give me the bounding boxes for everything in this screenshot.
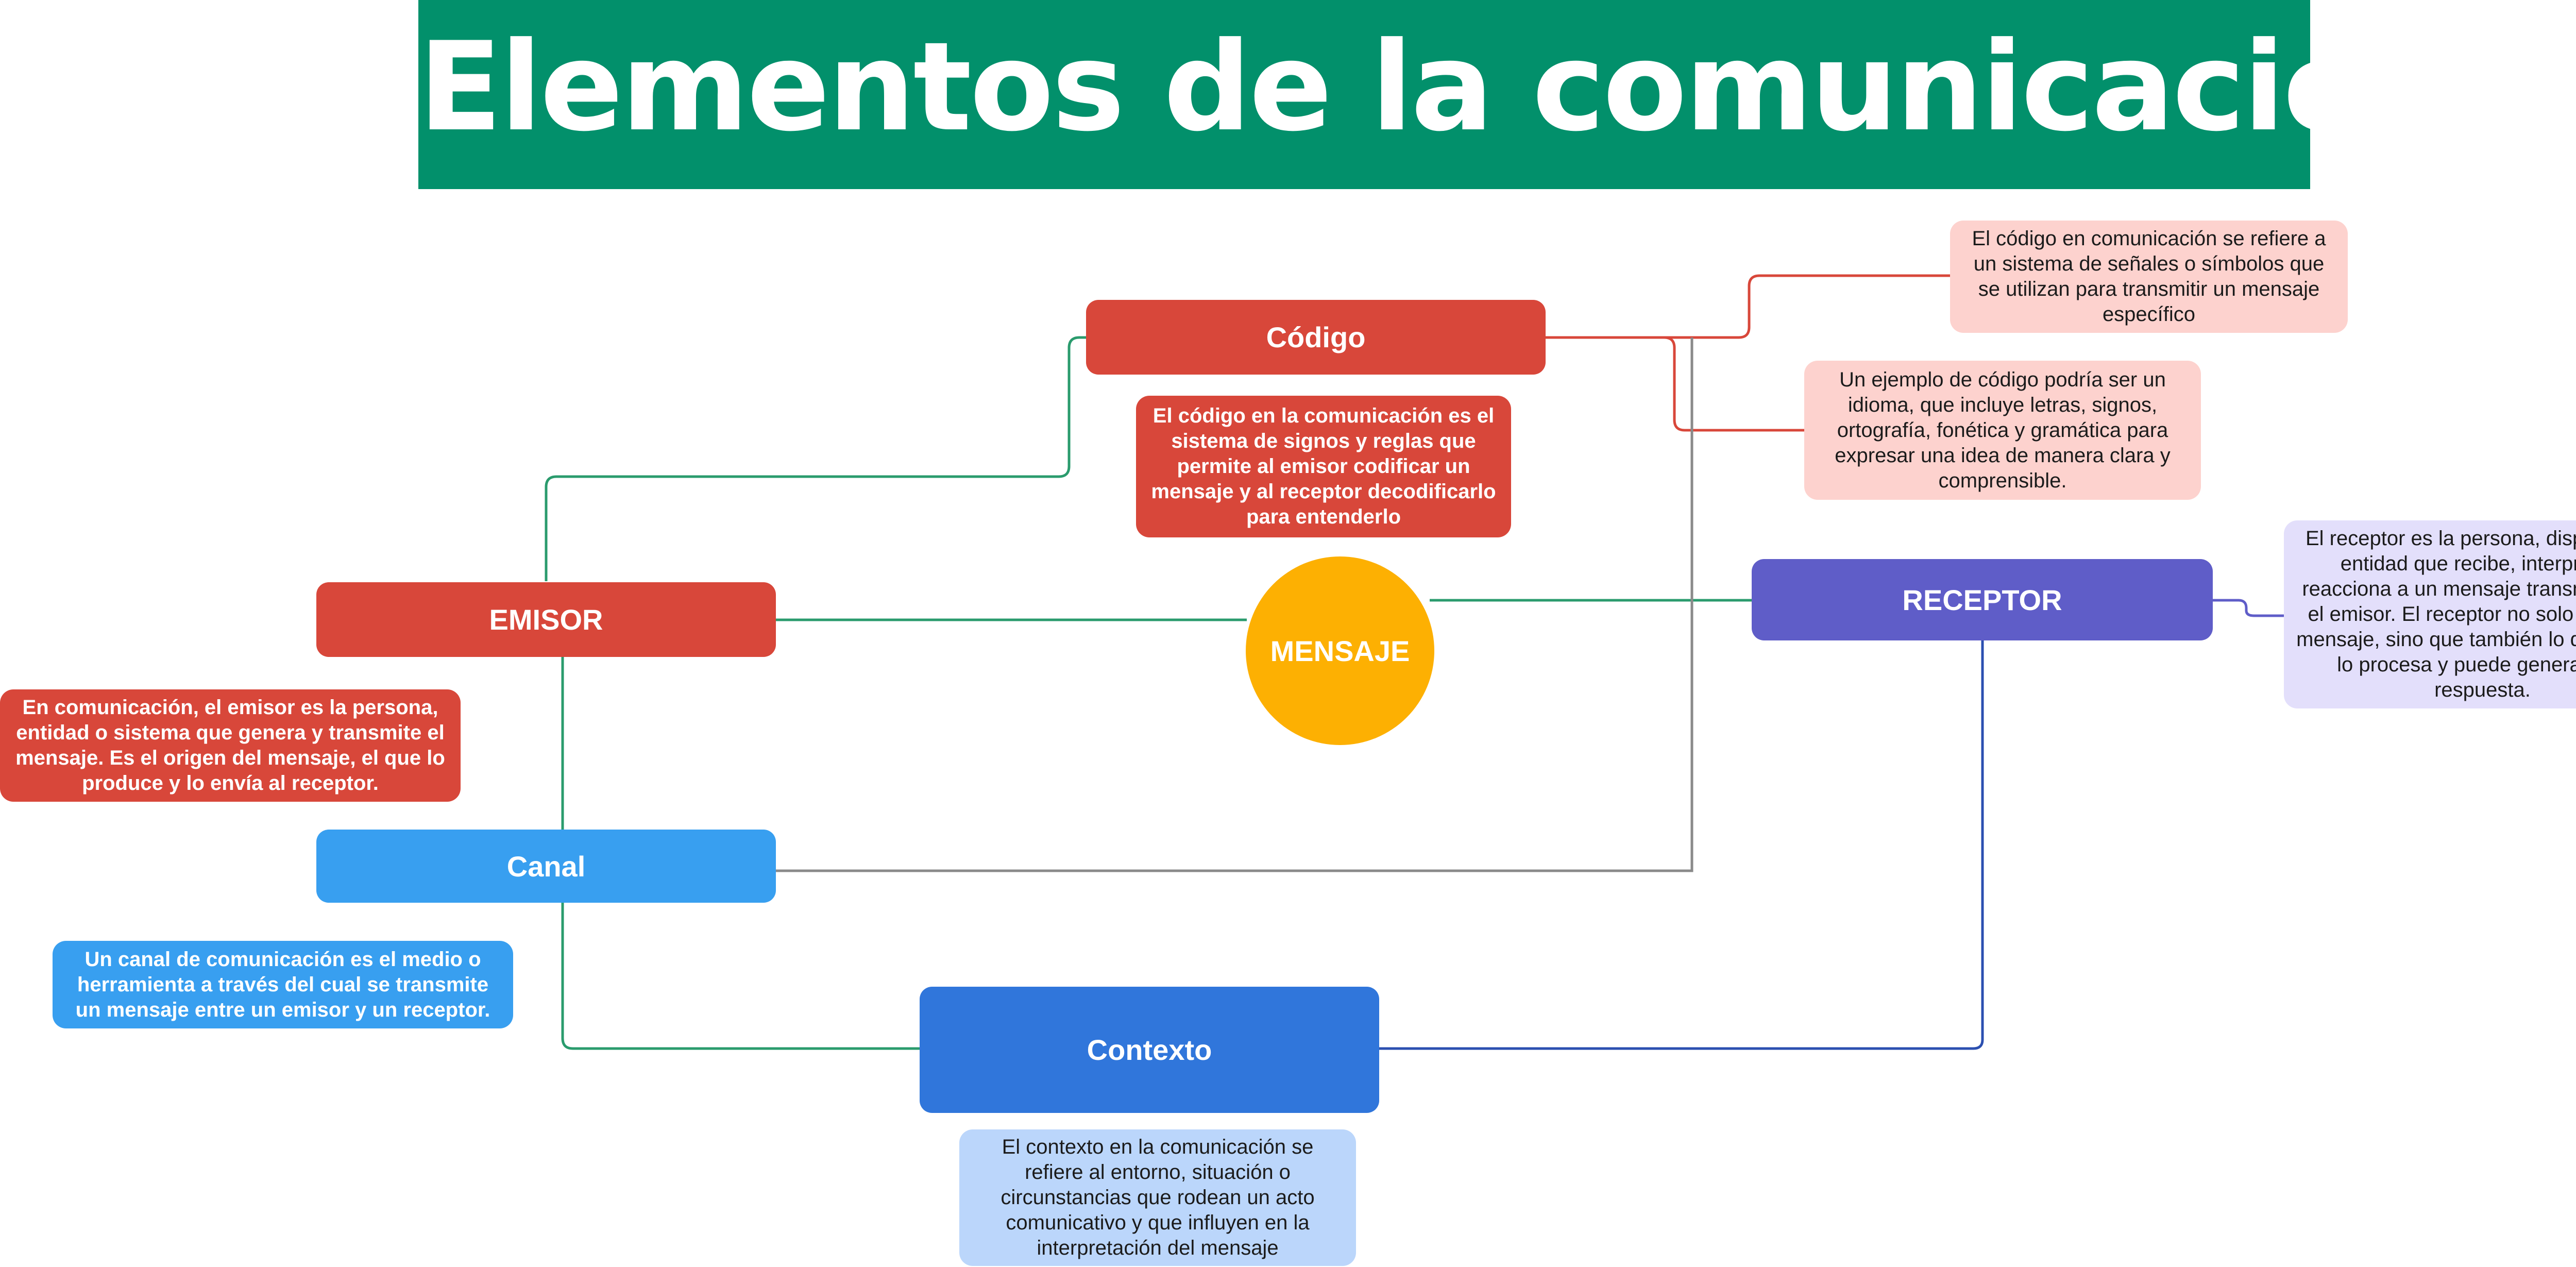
contexto-label: Contexto — [1087, 1034, 1212, 1066]
link-codigo-canal — [742, 337, 1693, 872]
emisor-node[interactable]: EMISOR — [316, 582, 776, 657]
contexto-definition-note: El contexto en la comunicación se refier… — [959, 1129, 1356, 1266]
codigo-node[interactable]: Código — [1086, 300, 1546, 375]
link-canal-contexto — [561, 902, 920, 1050]
contexto-definition-text: El contexto en la comunicación se refier… — [1001, 1136, 1315, 1259]
emisor-definition-text: En comunicación, el emisor es la persona… — [15, 696, 445, 795]
codigo-label: Código — [1266, 321, 1366, 353]
emisor-definition-note: En comunicación, el emisor es la persona… — [0, 689, 461, 802]
link-codigo-ejemplo — [1545, 336, 1804, 432]
codigo-definition-text: El código en la comunicación es el siste… — [1151, 404, 1496, 528]
emisor-label: EMISOR — [489, 603, 603, 636]
canal-label: Canal — [506, 850, 586, 883]
codigo-ejemplo-text: Un ejemplo de código podría ser un idiom… — [1835, 368, 2171, 492]
link-codigo-refiere — [1545, 274, 1950, 339]
link-emisor-codigo — [545, 336, 1086, 581]
mensaje-label: MENSAJE — [1270, 634, 1410, 667]
canal-definition-note: Un canal de comunicación es el medio o h… — [53, 941, 513, 1028]
canal-definition-text: Un canal de comunicación es el medio o h… — [75, 948, 490, 1021]
receptor-label: RECEPTOR — [1902, 583, 2062, 616]
codigo-ejemplo-note: Un ejemplo de código podría ser un idiom… — [1804, 361, 2201, 500]
contexto-node[interactable]: Contexto — [920, 987, 1379, 1113]
canal-node[interactable]: Canal — [316, 830, 776, 903]
link-receptor-contexto — [1378, 640, 1984, 1050]
page-title: Elementos de la comunicación — [418, 16, 2452, 159]
receptor-node[interactable]: RECEPTOR — [1752, 559, 2213, 640]
receptor-definition-text: El receptor es la persona, dispositivo o… — [2296, 527, 2576, 701]
receptor-definition-note: El receptor es la persona, dispositivo o… — [2284, 520, 2576, 708]
codigo-refiere-text: El código en comunicación se refiere a u… — [1972, 227, 2326, 326]
title-banner: Elementos de la comunicación — [418, 0, 2452, 189]
link-receptor-note — [2213, 599, 2284, 617]
mensaje-node[interactable]: MENSAJE — [1246, 556, 1434, 745]
codigo-refiere-note: El código en comunicación se refiere a u… — [1950, 221, 2348, 333]
codigo-definition-note: El código en la comunicación es el siste… — [1136, 396, 1511, 537]
